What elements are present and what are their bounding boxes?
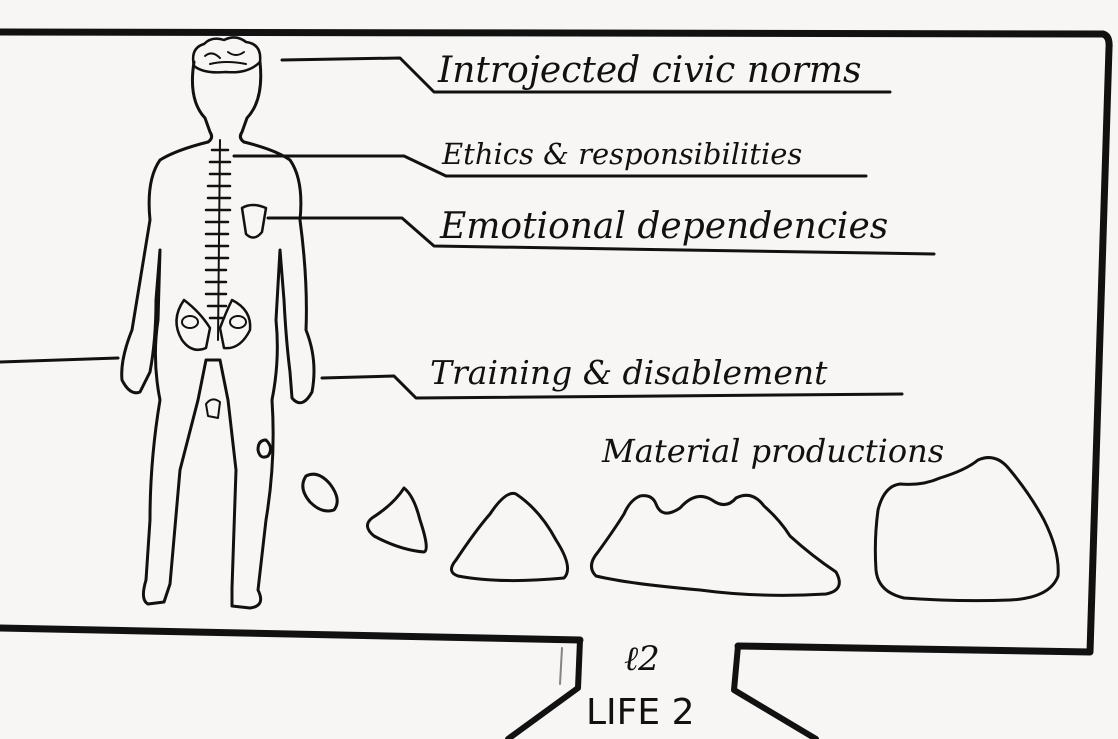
heart-icon bbox=[242, 205, 266, 238]
label-material-productions: Material productions bbox=[601, 432, 944, 470]
label-training-disablement: Training & disablement bbox=[430, 353, 828, 392]
blob-5 bbox=[591, 495, 839, 595]
label-ethics-responsibilities: Ethics & responsibilities bbox=[441, 137, 802, 171]
human-figure bbox=[122, 37, 314, 608]
blob-4 bbox=[451, 493, 567, 580]
blob-2 bbox=[303, 474, 337, 511]
blob-6 bbox=[875, 458, 1058, 601]
blob-1 bbox=[258, 440, 271, 457]
left-connector-line bbox=[0, 358, 118, 362]
label-emotional-dependencies: Emotional dependencies bbox=[439, 206, 888, 247]
pelvis bbox=[176, 300, 250, 350]
blob-3 bbox=[367, 488, 426, 552]
footer-title: LIFE 2 bbox=[586, 692, 694, 733]
footer-monogram: ℓ2 bbox=[624, 639, 660, 679]
label-introjected-civic-norms: Introjected civic norms bbox=[437, 50, 861, 91]
